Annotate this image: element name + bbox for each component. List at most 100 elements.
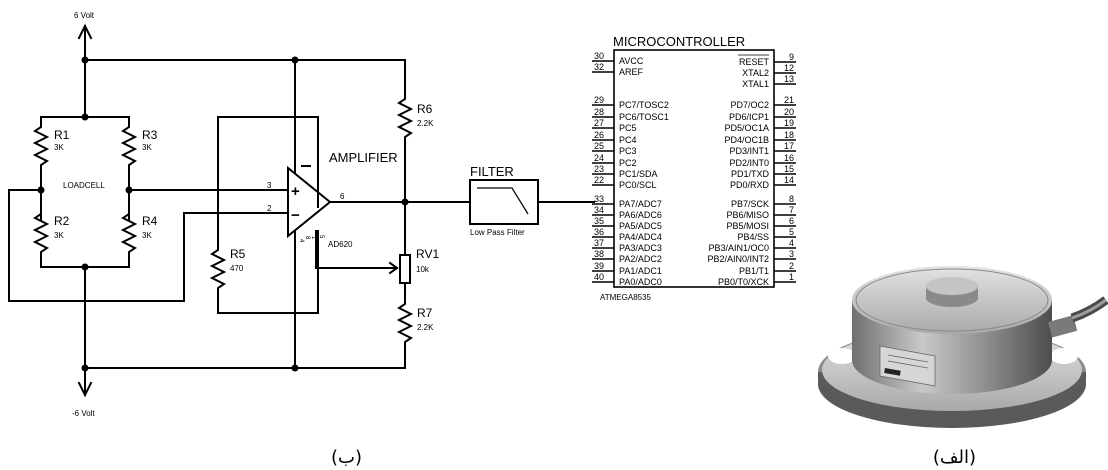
mcu-pin-name: PB1/T1 <box>739 266 769 276</box>
r3-label: R3 <box>142 128 158 142</box>
mcu-pin-name: PC6/TOSC1 <box>619 112 669 122</box>
r6-value: 2.2K <box>417 119 434 128</box>
r2-label: R2 <box>54 214 70 228</box>
r1-label: R1 <box>54 128 70 142</box>
mcu-body <box>613 49 775 288</box>
loadcell-photo <box>814 238 1108 438</box>
opamp-minus-sign: − <box>291 207 300 224</box>
r5-value: 470 <box>230 264 244 273</box>
mcu-pin-number: 9 <box>789 52 794 62</box>
negative-supply-symbol: -6 Volt <box>72 367 95 418</box>
mcu-pin-number: 6 <box>789 216 794 226</box>
mcu-pin-name: PB7/SCK <box>731 199 769 209</box>
mcu-pin-number: 20 <box>784 107 794 117</box>
mcu-pin-number: 33 <box>594 194 604 204</box>
resistor-r3 <box>120 124 138 168</box>
pin-6-label: 6 <box>340 192 345 201</box>
caption-circuit: (ب) <box>331 447 362 468</box>
mcu-pin-number: 40 <box>594 272 604 282</box>
mcu-pin-number: 4 <box>789 238 794 248</box>
mcu-pin-name: AVCC <box>619 56 644 66</box>
r4-value: 3K <box>142 231 152 240</box>
mcu-pin-number: 37 <box>594 238 604 248</box>
negative-supply-label: -6 Volt <box>72 409 95 418</box>
mcu-pin-name: PC4 <box>619 135 637 145</box>
mcu-pin-name: PA4/ADC4 <box>619 232 662 242</box>
potentiometer-rv1 <box>399 254 411 284</box>
mcu-pin-number: 15 <box>784 164 794 174</box>
caption-photo: (الف) <box>933 447 976 468</box>
mcu-pin-name: PB6/MISO <box>726 210 769 220</box>
mcu-pin-number: 17 <box>784 141 794 151</box>
mcu-pin-number: 14 <box>784 175 794 185</box>
mcu-pin-name: PD3/INT1 <box>729 146 769 156</box>
mcu-pin-number: 29 <box>594 95 604 105</box>
mcu-pin-name: PD7/OC2 <box>730 100 769 110</box>
filter-title: FILTER <box>470 164 514 179</box>
pin-1-label: 1 <box>310 236 316 240</box>
mcu-pin-number: 19 <box>784 118 794 128</box>
mcu-pin-number: 5 <box>789 227 794 237</box>
r7-value: 2.2K <box>417 323 434 332</box>
mcu-title: MICROCONTROLLER <box>613 34 745 49</box>
mcu-pin-number: 25 <box>594 141 604 151</box>
resistor-r6 <box>396 96 414 140</box>
mcu-pin-number: 22 <box>594 175 604 185</box>
mcu-pin-name: PA7/ADC7 <box>619 199 662 209</box>
wire-ref-to-rv1 <box>315 230 398 269</box>
mcu-pin-number: 30 <box>594 51 604 61</box>
mcu-pin-number: 13 <box>784 74 794 84</box>
r6-label: R6 <box>417 102 433 116</box>
mcu-pin-number: 24 <box>594 153 604 163</box>
wire-bridge-minus <box>8 189 289 302</box>
mcu-pin-number: 1 <box>789 272 794 282</box>
mcu-pin-name: PC1/SDA <box>619 169 658 179</box>
amplifier-title: AMPLIFIER <box>329 150 398 165</box>
loadcell-bridge <box>37 56 133 372</box>
opamp-plus-sign: + <box>291 183 300 200</box>
mcu-pin-name: PD6/ICP1 <box>729 112 769 122</box>
pin-8-label: 8 <box>304 236 310 240</box>
rv1-value: 10k <box>416 265 430 274</box>
r5-label: R5 <box>230 247 246 261</box>
mcu-pin-number: 35 <box>594 216 604 226</box>
mcu-pin-number: 12 <box>784 63 794 73</box>
mcu-pin-number: 3 <box>789 249 794 259</box>
mcu-pin-name: PC0/SCL <box>619 180 657 190</box>
filter-subtitle: Low Pass Filter <box>470 228 525 237</box>
r4-label: R4 <box>142 214 158 228</box>
mcu-pin-name: PA1/ADC1 <box>619 266 662 276</box>
pin-5-label: 5 <box>318 235 324 239</box>
mcu-pin-name: PD4/OC1B <box>724 135 769 145</box>
mcu-pin-name: PD2/INT0 <box>729 158 769 168</box>
amplifier-opamp: + − 3 2 6 4 8 1 5 AD620 <box>267 165 353 249</box>
mcu-pin-name: PA2/ADC2 <box>619 254 662 264</box>
mcu-pin-name: PB3/AIN1/OC0 <box>708 243 769 253</box>
mcu-pin-number: 32 <box>594 62 604 72</box>
mcu-pin-name: PA0/ADC0 <box>619 277 662 287</box>
pin-2-label: 2 <box>267 204 272 213</box>
resistor-r5 <box>209 247 227 291</box>
mcu-pin-number: 18 <box>784 130 794 140</box>
r2-value: 3K <box>54 231 64 240</box>
mcu-pin-name: PC5 <box>619 123 637 133</box>
resistor-r7 <box>396 301 414 345</box>
positive-supply-label: 6 Volt <box>74 11 95 20</box>
mcu-pin-number: 2 <box>789 261 794 271</box>
mcu-pin-name: XTAL1 <box>742 79 769 89</box>
mcu-pin-name: PC2 <box>619 158 637 168</box>
mcu-pin-number: 34 <box>594 205 604 215</box>
mcu-pin-number: 36 <box>594 227 604 237</box>
wire-rg-top <box>217 116 319 249</box>
mcu-pin-name: PD5/OC1A <box>724 123 769 133</box>
resistor-r2 <box>32 211 50 257</box>
mcu-pin-name: PA6/ADC6 <box>619 210 662 220</box>
mcu-pin-number: 21 <box>784 95 794 105</box>
resistor-r4 <box>120 211 138 257</box>
low-pass-filter-block <box>469 179 539 225</box>
mcu-pin-name: PA5/ADC5 <box>619 221 662 231</box>
loadcell-label: LOADCELL <box>63 181 105 190</box>
mcu-pin-number: 28 <box>594 107 604 117</box>
r7-label: R7 <box>417 306 433 320</box>
